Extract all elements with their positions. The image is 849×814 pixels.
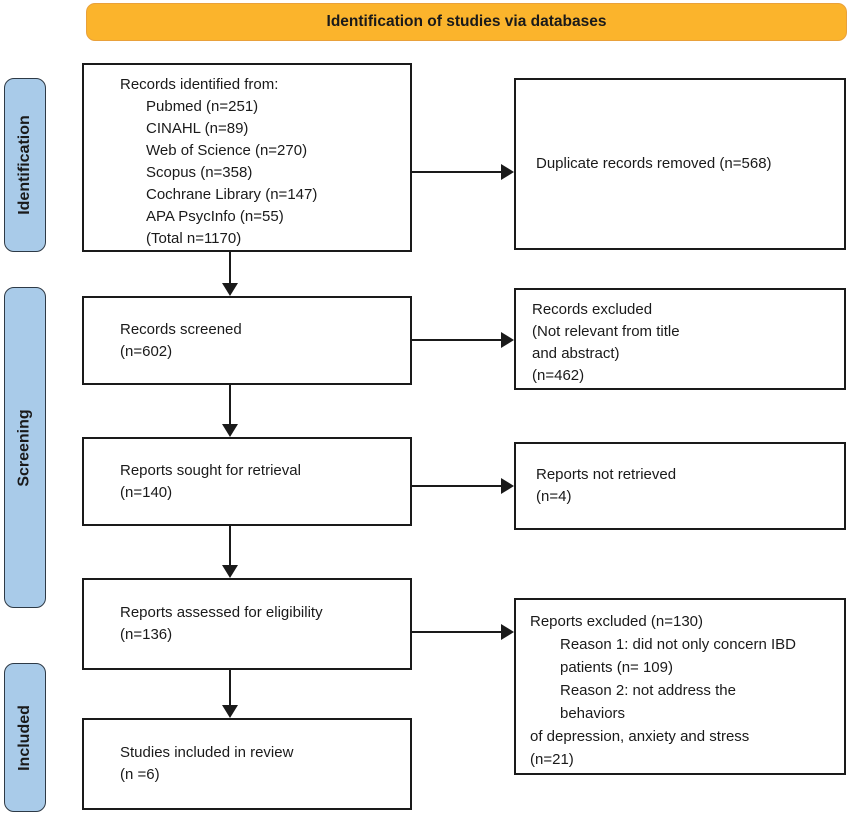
box-line: (Not relevant from title: [532, 323, 680, 340]
stage-label-included: Included: [4, 663, 46, 812]
box-line: APA PsycInfo (n=55): [146, 208, 284, 225]
stage-label-text: Included: [16, 704, 33, 771]
box-line: Scopus (n=358): [146, 164, 253, 181]
stage-label-screening: Screening: [4, 287, 46, 608]
box-line: (n=462): [532, 367, 585, 384]
box-line: behaviors: [560, 705, 626, 722]
arrow-right-icon: [411, 332, 514, 348]
box-line: of depression, anxiety and stress: [530, 728, 750, 745]
box-line: Cochrane Library (n=147): [146, 186, 318, 203]
box-line: (n=21): [530, 751, 574, 768]
box-line: (Total n=1170): [146, 230, 242, 247]
box-line: patients (n= 109): [560, 659, 673, 676]
stage-label-identification: Identification: [4, 78, 46, 252]
stage-label-text: Identification: [16, 115, 33, 215]
box-line: Records identified from:: [120, 76, 279, 93]
box-line: Studies included in review: [120, 744, 294, 761]
banner-title: Identification of studies via databases: [326, 13, 607, 30]
arrow-right-icon: [411, 164, 514, 180]
box-reports-not-retrieved: Reports not retrieved (n=4): [514, 442, 846, 530]
box-line: Reports assessed for eligibility: [120, 604, 323, 621]
arrow-down-icon: [222, 526, 238, 578]
box-reports-excluded: Reports excluded (n=130) Reason 1: did n…: [514, 598, 846, 775]
box-line: CINAHL (n=89): [146, 120, 249, 137]
arrow-down-icon: [222, 670, 238, 718]
box-line: Records excluded: [532, 301, 653, 318]
box-line: Reports sought for retrieval: [120, 461, 301, 479]
box-duplicates-removed: Duplicate records removed (n=568): [514, 78, 846, 250]
box-records-excluded: Records excluded (Not relevant from titl…: [514, 288, 846, 390]
box-studies-included: Studies included in review (n =6): [82, 718, 412, 810]
arrow-down-icon: [222, 252, 238, 296]
box-line: (n=136): [120, 626, 173, 643]
box-line: Reason 1: did not only concern IBD: [560, 636, 796, 653]
arrow-down-icon: [222, 385, 238, 437]
box-reports-sought: Reports sought for retrieval (n=140): [82, 437, 412, 526]
arrow-right-icon: [411, 478, 514, 494]
box-line: Web of Science (n=270): [146, 142, 308, 159]
box-line: Records screened: [120, 320, 242, 338]
box-line: Reason 2: not address the: [560, 682, 736, 699]
box-line: (n =6): [120, 766, 160, 783]
box-records-screened: Records screened (n=602): [82, 296, 412, 385]
box-reports-assessed: Reports assessed for eligibility (n=136): [82, 578, 412, 670]
box-line: Reports not retrieved: [536, 466, 677, 483]
box-line: (n=4): [536, 488, 572, 505]
box-line: Reports excluded (n=130): [530, 613, 704, 630]
box-line: Pubmed (n=251): [146, 98, 259, 115]
box-line: Duplicate records removed (n=568): [536, 155, 772, 172]
box-records-identified: Records identified from: Pubmed (n=251) …: [82, 63, 412, 252]
box-line: (n=602): [120, 342, 173, 360]
stage-label-text: Screening: [16, 408, 34, 487]
box-line: (n=140): [120, 483, 173, 501]
box-line: and abstract): [532, 345, 620, 362]
banner-identification-via-databases: Identification of studies via databases: [86, 3, 847, 41]
arrow-right-icon: [411, 624, 514, 640]
